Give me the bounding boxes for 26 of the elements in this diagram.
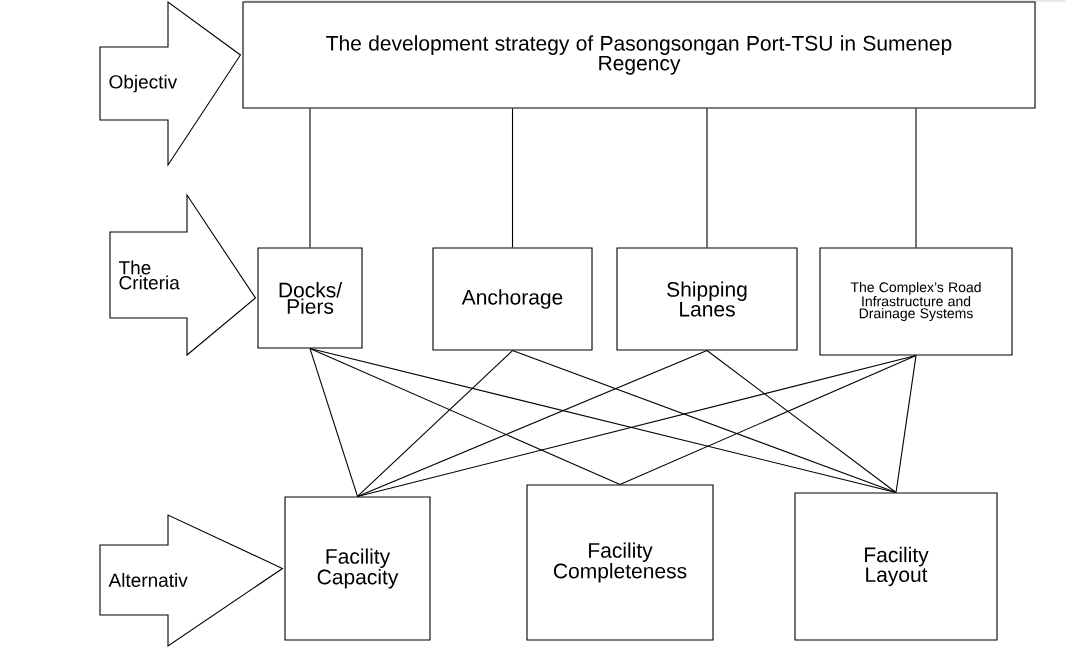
criterion-box: The Complex’s Road Infrastructure and Drainage Systems [819,247,1013,356]
connector-line [895,355,917,493]
connector-line [706,108,708,248]
alternative-box: Facility Capacity [284,496,431,641]
connector-line [356,350,708,497]
block-arrow [109,193,257,357]
criterion-box: Shipping Lanes [616,247,798,351]
arrow-label: Objectiv [109,74,178,93]
alternative-box: Facility Completeness [526,484,714,641]
criterion-box: Docks/ Piers [257,247,363,349]
alternative-box: Facility Layout [794,492,998,641]
connector-line [511,350,897,493]
connector-line [309,348,897,493]
objective-box: The development strategy of Pasongsongan Port-TSU in Sumenep Regency [242,1,1036,109]
connector-line [619,355,917,485]
connector-line [511,108,514,248]
criterion-box: Anchorage [432,247,593,351]
arrow-label: Alternativ [108,573,188,587]
block-arrow [99,514,284,648]
connector-line [309,348,359,497]
connector-line [356,350,514,497]
block-arrow [99,0,242,167]
connector-line [915,108,917,248]
arrow-label: The Criteria [119,260,180,290]
connector-line [309,108,311,248]
connector-line [706,350,897,493]
